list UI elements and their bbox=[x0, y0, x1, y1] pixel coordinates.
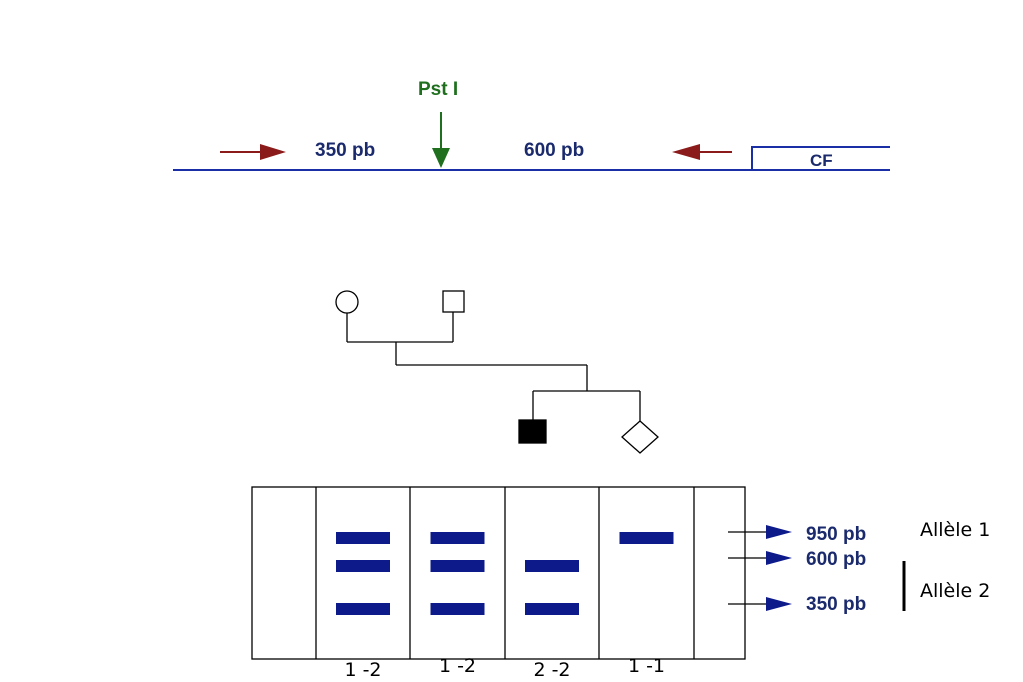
marker-arrows bbox=[728, 525, 792, 611]
fragment-350-label: 350 pb bbox=[315, 140, 375, 161]
gel-band bbox=[336, 603, 390, 615]
reverse-primer-arrow bbox=[672, 144, 732, 160]
gel-band bbox=[430, 532, 485, 544]
gel-band bbox=[430, 560, 485, 572]
forward-primer-arrow bbox=[220, 144, 286, 160]
father-symbol bbox=[442, 290, 465, 313]
fetus-diamond-symbol bbox=[621, 420, 659, 454]
marker-600-label: 600 pb bbox=[806, 549, 866, 570]
gel-band bbox=[619, 532, 674, 544]
fragment-600-label: 600 pb bbox=[524, 140, 584, 161]
marker-350-label: 350 pb bbox=[806, 594, 866, 615]
allele-1-label: Allèle 1 bbox=[920, 519, 990, 541]
lane-genotype-label: 1 -1 bbox=[628, 655, 665, 677]
marker-950-label: 950 pb bbox=[806, 524, 866, 545]
lane-genotype-label: 2 -2 bbox=[533, 659, 570, 681]
pst-site-arrow bbox=[432, 112, 450, 168]
allele-2-label: Allèle 2 bbox=[920, 580, 990, 602]
pedigree bbox=[335, 290, 659, 454]
gel-frame bbox=[251, 486, 746, 660]
lane-genotype-label: 1 -2 bbox=[344, 659, 381, 681]
gel-band bbox=[336, 532, 390, 544]
gel-band bbox=[525, 560, 579, 572]
bands bbox=[336, 532, 674, 615]
restriction-map: CF 350 pb 600 pb Pst I bbox=[173, 79, 890, 171]
genotype-labels: 1 -2 1 -2 2 -2 1 -1 bbox=[344, 655, 665, 681]
cf-label: CF bbox=[810, 151, 833, 170]
affected-son-symbol bbox=[518, 419, 547, 444]
lane-dividers bbox=[315, 487, 695, 659]
gel-band bbox=[336, 560, 390, 572]
gel: 950 pb 600 pb 350 pb Allèle 1 Allèle 2 1… bbox=[251, 486, 990, 681]
cf-gene-box bbox=[751, 146, 890, 170]
mother-symbol bbox=[335, 290, 359, 314]
gel-band bbox=[430, 603, 485, 615]
gel-band bbox=[525, 603, 579, 615]
lane-genotype-label: 1 -2 bbox=[439, 655, 476, 677]
enzyme-label: Pst I bbox=[418, 79, 458, 100]
